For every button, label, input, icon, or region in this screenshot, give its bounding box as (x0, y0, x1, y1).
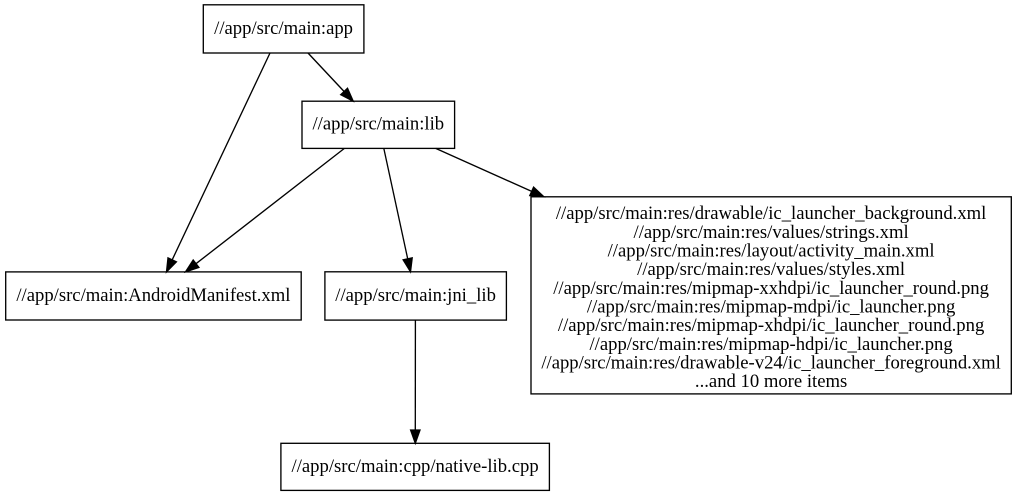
svg-text://app/src/main:res/values/styl: //app/src/main:res/values/styles.xml (637, 259, 905, 280)
svg-text:...and 10 more items: ...and 10 more items (695, 371, 847, 392)
svg-text://app/src/main:jni_lib: //app/src/main:jni_lib (335, 285, 496, 306)
svg-text://app/src/main:res/drawable-v2: //app/src/main:res/drawable-v24/ic_launc… (541, 353, 1001, 374)
svg-text://app/src/main:AndroidManifest: //app/src/main:AndroidManifest.xml (16, 285, 290, 306)
svg-text://app/src/main:lib: //app/src/main:lib (312, 114, 444, 135)
svg-text://app/src/main:res/drawable/ic: //app/src/main:res/drawable/ic_launcher_… (556, 203, 987, 224)
svg-text://app/src/main:app: //app/src/main:app (214, 18, 353, 39)
svg-text://app/src/main:res/mipmap-hdpi: //app/src/main:res/mipmap-hdpi/ic_launch… (590, 334, 953, 355)
svg-text://app/src/main:res/layout/acti: //app/src/main:res/layout/activity_main.… (608, 240, 935, 261)
svg-text://app/src/main:res/mipmap-xhdp: //app/src/main:res/mipmap-xhdpi/ic_launc… (558, 315, 984, 336)
svg-text://app/src/main:cpp/native-lib.: //app/src/main:cpp/native-lib.cpp (292, 456, 539, 477)
svg-text://app/src/main:res/values/stri: //app/src/main:res/values/strings.xml (634, 222, 909, 243)
svg-text://app/src/main:res/mipmap-xxhd: //app/src/main:res/mipmap-xxhdpi/ic_laun… (553, 278, 989, 299)
svg-text://app/src/main:res/mipmap-mdpi: //app/src/main:res/mipmap-mdpi/ic_launch… (587, 296, 955, 317)
